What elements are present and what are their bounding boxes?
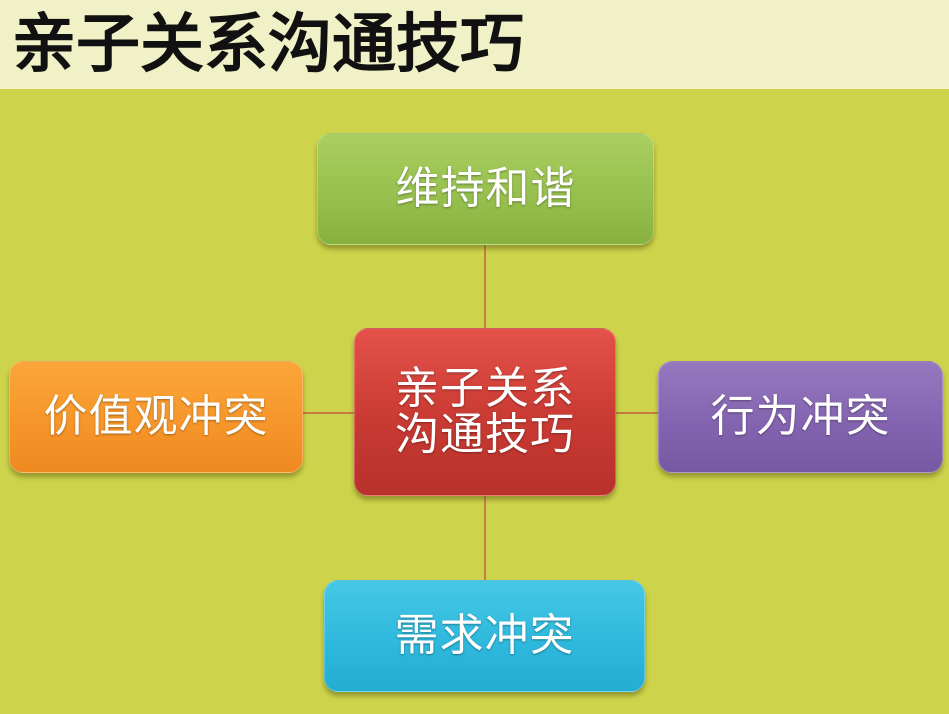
node-center-text: 亲子关系 沟通技巧: [395, 366, 575, 458]
node-center-topic: 亲子关系 沟通技巧: [354, 328, 616, 496]
node-center-line1: 亲子关系: [395, 363, 575, 414]
node-maintain-harmony: 维持和谐: [317, 133, 654, 245]
title-bar: 亲子关系沟通技巧: [0, 0, 949, 89]
node-center-line2: 沟通技巧: [395, 409, 575, 460]
node-values-conflict: 价值观冲突: [9, 361, 303, 473]
page-title: 亲子关系沟通技巧: [12, 8, 524, 82]
node-needs-conflict: 需求冲突: [324, 580, 645, 692]
node-values-conflict-label: 价值观冲突: [43, 391, 269, 442]
node-behavior-conflict-label: 行为冲突: [710, 391, 891, 442]
node-needs-conflict-label: 需求冲突: [394, 610, 575, 661]
node-behavior-conflict: 行为冲突: [658, 361, 943, 473]
node-maintain-harmony-label: 维持和谐: [395, 163, 576, 214]
